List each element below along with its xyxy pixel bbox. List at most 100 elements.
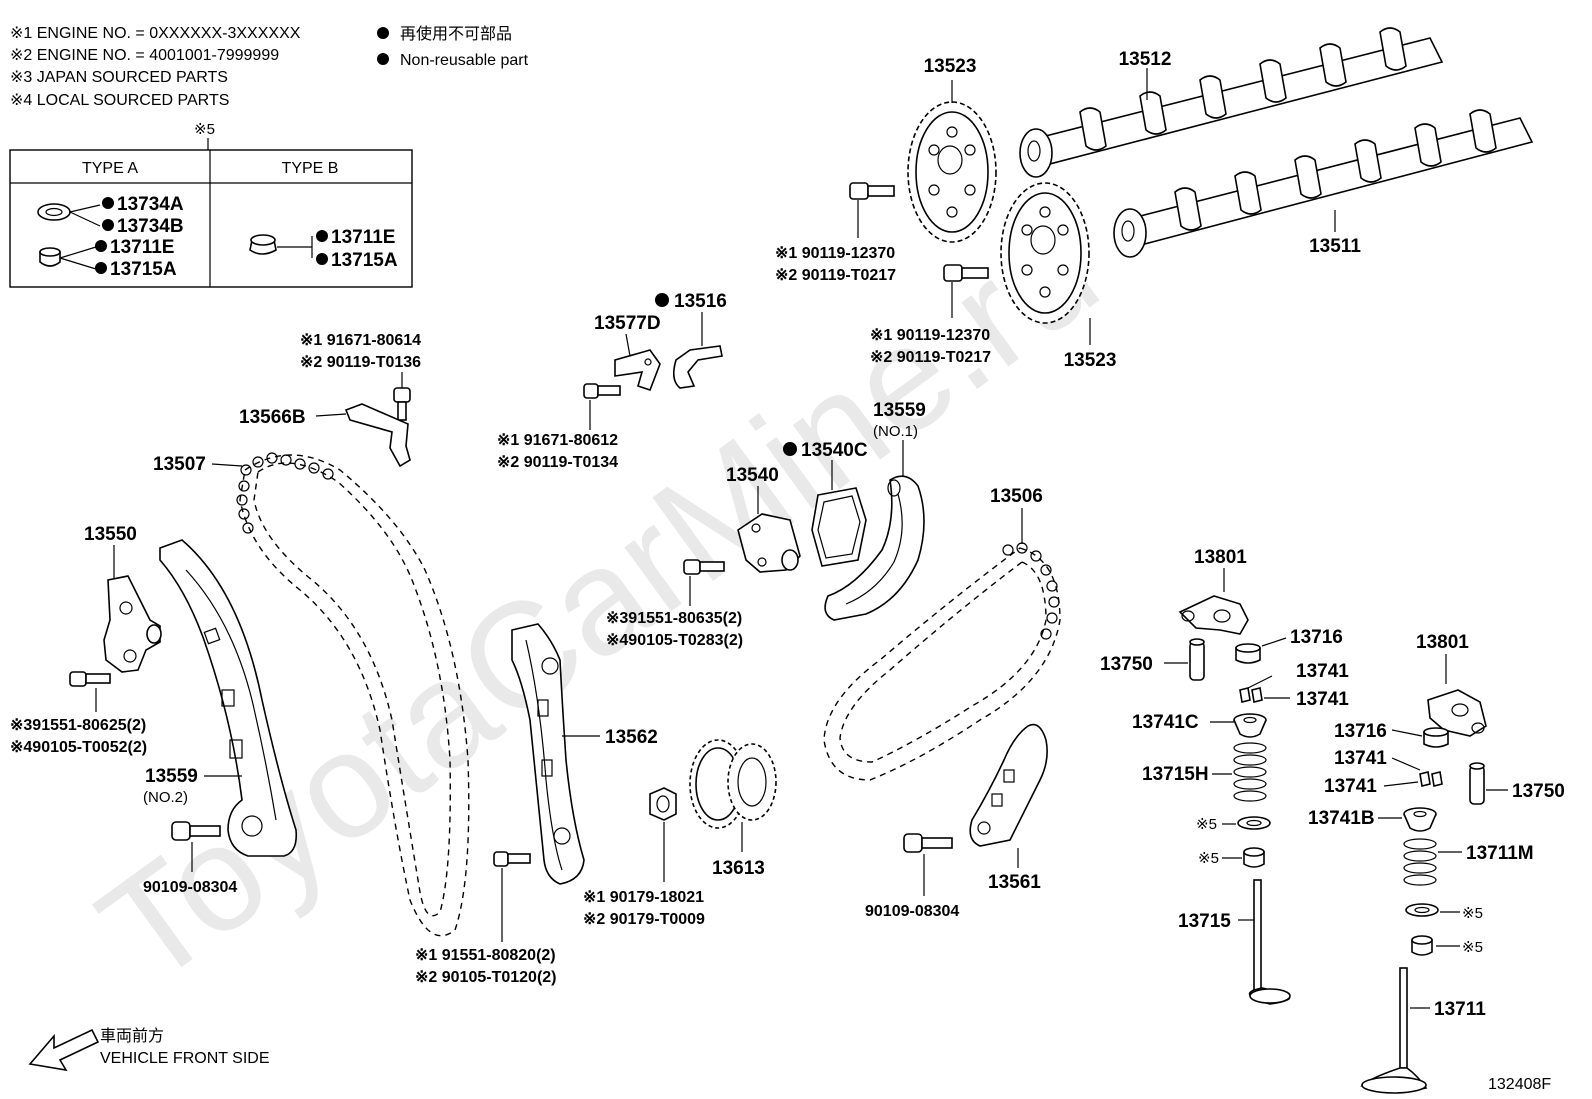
lash-adjuster-13750-a: [1189, 638, 1205, 681]
chain-tensioner-13550: [103, 575, 162, 673]
label-bolt-566-b: ※2 90119-T0136: [300, 354, 421, 371]
label-13561: 13561: [988, 872, 1041, 893]
type-table: ※5 TYPE A TYPE B 13734A 13734B 13711E 13…: [9, 121, 413, 288]
timing-chain-13506: [823, 542, 1061, 781]
bolt-icon: [69, 671, 111, 687]
label-13511: 13511: [1309, 236, 1361, 257]
type-b-header: TYPE B: [282, 160, 339, 177]
label-bolt-550-b: ※490105-T0052(2): [10, 739, 147, 756]
bolt-icon: [493, 851, 531, 867]
label-bolt-cam1-b: ※2 90119-T0217: [775, 267, 896, 284]
label-13741-e: 13741: [1324, 776, 1377, 797]
direction-en: VEHICLE FRONT SIDE: [100, 1050, 270, 1067]
label-bolt-540-b: ※490105-T0283(2): [606, 632, 743, 649]
valve-keeper-13741-a: [1239, 687, 1263, 703]
non-reusable-marker: [783, 442, 797, 456]
label-13741c: 13741C: [1132, 712, 1199, 733]
label-13577d: 13577D: [594, 313, 661, 334]
cam-sprocket-upper: [907, 101, 997, 243]
type-a-part-4: 13715A: [110, 259, 177, 280]
label-13741-b: 13741: [1296, 689, 1349, 710]
label-13711: 13711: [1434, 999, 1486, 1020]
label-13801-b: 13801: [1416, 632, 1469, 653]
label-13540c: 13540C: [801, 440, 868, 461]
chain-guide-13559-no1: [824, 475, 925, 621]
note-engine-no-2: ※2 ENGINE NO. = 4001001-7999999: [10, 47, 279, 64]
label-bolt-cam2-a: ※1 90119-12370: [870, 327, 990, 344]
valve-lifter-13716-a: [1235, 643, 1261, 664]
label-13741-d: 13741: [1334, 748, 1387, 769]
label-13516: 13516: [674, 291, 727, 312]
label-13715h: 13715H: [1142, 764, 1209, 785]
label-bolt-577-b: ※2 90119-T0134: [497, 454, 618, 471]
label-bolt-cam1-a: ※1 90119-12370: [775, 245, 895, 262]
label-13523-upper: 13523: [924, 56, 977, 77]
note-japan-sourced: ※3 JAPAN SOURCED PARTS: [10, 69, 228, 86]
valve-spring-13715h: [1233, 742, 1267, 802]
legend-jp: 再使用不可部品: [400, 25, 512, 43]
label-bolt-577-a: ※1 91671-80612: [497, 432, 618, 449]
label-13540: 13540: [726, 465, 779, 486]
bolt-icon: [683, 559, 725, 575]
label-13716-b: 13716: [1334, 721, 1387, 742]
label-13716-a: 13716: [1290, 627, 1343, 648]
label-13711m: 13711M: [1466, 843, 1534, 864]
label-13559-no2: 13559: [145, 766, 198, 787]
direction-jp: 車両前方: [100, 1027, 164, 1045]
label-90109-left: 90109-08304: [143, 879, 237, 896]
bolt-icon: [583, 383, 621, 399]
chain-guide-13559-no2: [159, 539, 298, 857]
bolt-icon: [393, 387, 411, 421]
valve-lifter-13716-b: [1423, 727, 1449, 748]
marker-5-c: ※5: [1462, 905, 1483, 922]
label-13550: 13550: [84, 524, 137, 545]
label-bolt-566-a: ※1 91671-80614: [300, 332, 421, 349]
label-13562: 13562: [605, 727, 658, 748]
type-table-marker: ※5: [194, 121, 215, 138]
camshaft-13511: [1113, 109, 1534, 258]
valve-seal-icon: [1243, 847, 1265, 868]
bracket-13577d: [614, 349, 661, 392]
valve-13711: [1360, 967, 1428, 1094]
bullet-icon: [377, 53, 389, 65]
label-13523-lower: 13523: [1064, 350, 1117, 371]
bolt-icon: [849, 182, 895, 200]
valve-keeper-13741-b: [1419, 771, 1443, 787]
bolt-icon: [171, 821, 221, 841]
note-engine-no-1: ※1 ENGINE NO. = 0XXXXXX-3XXXXXX: [10, 25, 301, 42]
label-13715: 13715: [1178, 911, 1231, 932]
rocker-arm-13801-b: [1427, 689, 1487, 737]
bracket-13566b: [344, 403, 411, 468]
label-13506: 13506: [990, 486, 1043, 507]
tensioner-13540: [737, 513, 801, 573]
label-bolt-562-b: ※2 90105-T0120(2): [415, 969, 557, 986]
pipe-13516: [672, 345, 723, 389]
type-b-part-1: 13711E: [331, 227, 395, 248]
rocker-arm-13801-a: [1178, 595, 1249, 635]
label-13750-b: 13750: [1512, 781, 1565, 802]
type-a-part-3: 13711E: [110, 237, 174, 258]
label-13559-no2-sub: (NO.2): [143, 789, 188, 806]
marker-5-b: ※5: [1198, 850, 1219, 867]
note-local-sourced: ※4 LOCAL SOURCED PARTS: [10, 92, 229, 109]
non-reusable-marker: [655, 293, 669, 307]
label-13559-no1-sub: (NO.1): [873, 423, 918, 440]
camshaft-13512: [1019, 27, 1444, 178]
label-nut-613-b: ※2 90179-T0009: [583, 911, 705, 928]
gasket-13540c: [811, 487, 867, 567]
type-a-part-1: 13734A: [117, 194, 184, 215]
label-13801-a: 13801: [1194, 547, 1247, 568]
chain-guide-13562: [511, 623, 585, 885]
spring-retainer-13741b: [1403, 807, 1437, 832]
crank-sprocket-13613: [689, 739, 777, 829]
label-90109-right: 90109-08304: [865, 903, 959, 920]
nut-icon: [649, 787, 677, 821]
bolt-icon: [903, 833, 953, 853]
spring-seat-icon: [1405, 903, 1439, 917]
label-bolt-550-a: ※391551-80625(2): [10, 717, 146, 734]
valve-13715: [1248, 879, 1291, 1005]
spring-seat-icon: [1237, 816, 1271, 830]
label-13750-a: 13750: [1100, 654, 1153, 675]
label-13559-no1: 13559: [873, 400, 926, 421]
front-arrow-icon: [28, 1028, 100, 1072]
